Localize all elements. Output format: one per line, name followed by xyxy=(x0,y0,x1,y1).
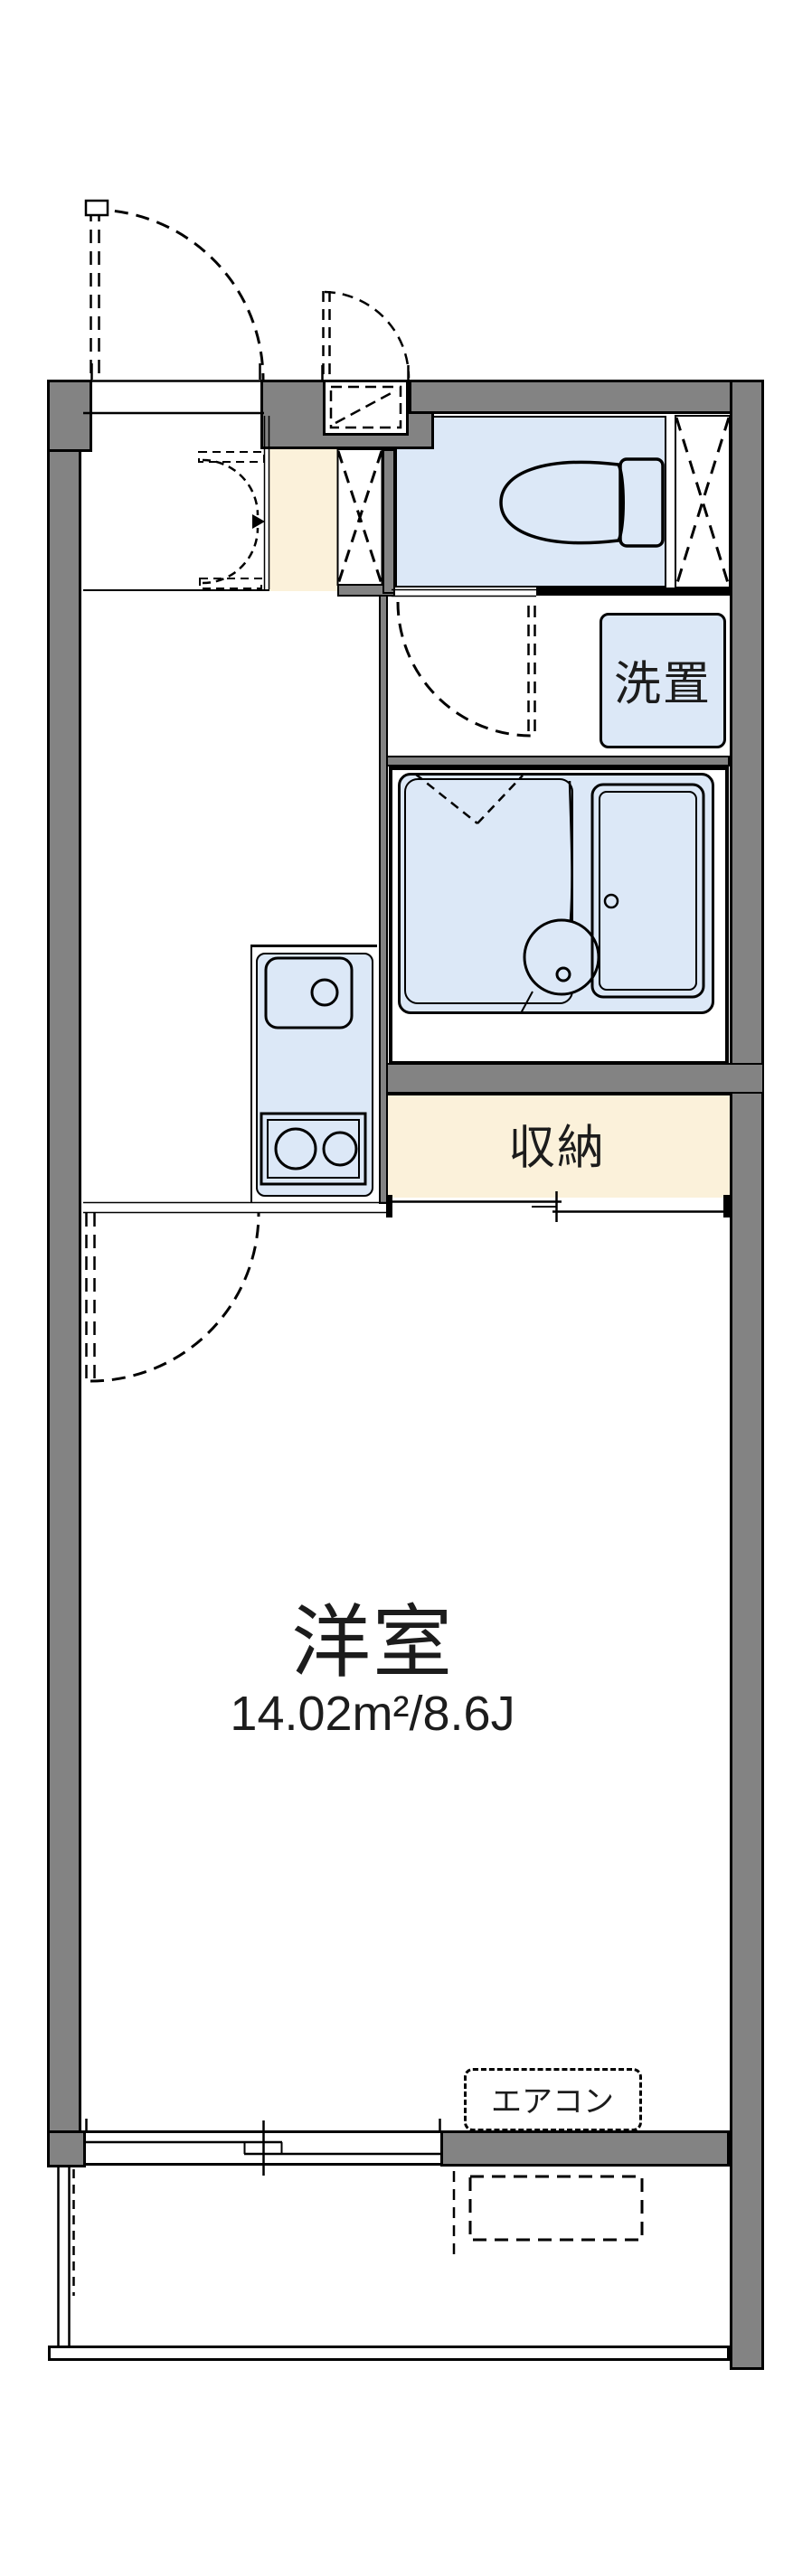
toilet-doorway xyxy=(392,588,730,597)
aircon-outdoor-unit xyxy=(452,2171,644,2260)
meter-box-door-swing xyxy=(322,290,411,379)
wall-top-left-corner xyxy=(47,380,92,452)
wall-bath-storage xyxy=(379,1063,764,1094)
main-room-label: 洋室 xyxy=(290,1597,455,1688)
wall-kitchen-bath xyxy=(379,592,388,1204)
washroom-door-swing xyxy=(396,601,536,738)
wall-left xyxy=(47,380,81,2167)
wall-bottom-left-block xyxy=(47,2130,86,2167)
aircon-box xyxy=(464,2068,642,2131)
wall-washroom-bath xyxy=(380,756,730,766)
entrance-door-swing xyxy=(83,199,265,415)
wall-right xyxy=(730,380,764,2370)
meter-box xyxy=(323,380,409,436)
corridor-partition xyxy=(83,416,270,591)
balcony-floor-edge xyxy=(48,2346,730,2361)
wall-top-right xyxy=(409,380,764,414)
double-swing-door xyxy=(198,451,265,589)
wall-bottom xyxy=(440,2130,730,2167)
corridor-floor xyxy=(269,449,337,591)
aircon-label: エアコン xyxy=(491,2084,614,2120)
bath-unit xyxy=(398,773,714,1014)
storage-closet xyxy=(386,1092,730,1198)
pipe-shaft-right xyxy=(675,415,731,588)
kitchen-room-boundary xyxy=(83,1201,386,1214)
pipe-shaft-left xyxy=(336,448,383,586)
wall-shaft-side xyxy=(382,449,395,594)
main-room-door-swing xyxy=(85,1212,260,1383)
washer-box xyxy=(600,613,726,748)
window-bottom xyxy=(85,2119,441,2176)
wall-tick-marks xyxy=(90,363,410,380)
toilet-room xyxy=(395,416,666,588)
balcony-partition xyxy=(57,2167,75,2346)
laundry-label: 洗置 xyxy=(613,658,713,711)
storage-label: 収納 xyxy=(507,1122,607,1175)
main-room-area-label: 14.02m²/8.6J xyxy=(230,1687,515,1741)
kitchen-unit xyxy=(256,953,373,1197)
